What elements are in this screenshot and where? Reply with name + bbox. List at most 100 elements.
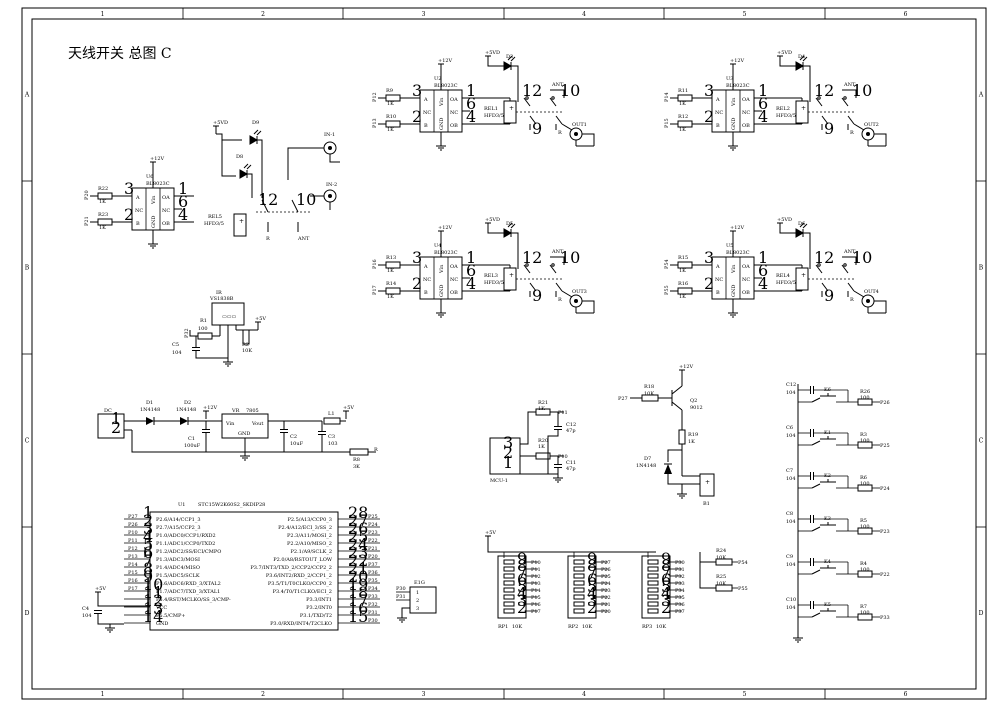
- pin-num: R: [850, 297, 854, 303]
- diode-ref: D7: [644, 456, 651, 462]
- resistor-val: 1K: [679, 101, 686, 107]
- ground-icon: [240, 452, 250, 461]
- frame-col-label: 1: [101, 691, 105, 698]
- ir-port: P32: [184, 328, 190, 338]
- vcc-arrow-icon: +12V: [730, 58, 745, 72]
- cap-c1: [202, 429, 210, 433]
- vcc-label: +5VD: [777, 217, 792, 223]
- mcu-pin-fn: P2.7/A15/CCP2_3: [156, 525, 201, 531]
- e1g-port: P30: [396, 586, 406, 592]
- mcu-port: P30: [368, 618, 378, 624]
- pin-num: 13: [143, 599, 163, 618]
- switch-arm: [847, 282, 855, 292]
- transistor-emitter: [671, 385, 683, 395]
- vr-vout: Vout: [251, 421, 263, 427]
- ground-icon: [223, 358, 233, 367]
- chip-pin-gnd: GND: [151, 216, 157, 228]
- pin-num: 6: [517, 570, 527, 589]
- switch-arm: [841, 97, 849, 107]
- relay-plus: +: [239, 218, 244, 225]
- pin-num: 7: [517, 563, 527, 582]
- relay-plus: +: [801, 272, 806, 279]
- chip-type: BL8023C: [146, 181, 170, 187]
- pin-num: 3: [412, 81, 422, 100]
- mcu-pin-fn: P3.1/TXD/T2: [300, 613, 332, 619]
- inductor-ref: L1: [328, 411, 335, 417]
- pin-num: 25: [348, 527, 368, 546]
- cap-ref: C3: [328, 434, 335, 440]
- pin-num: 2: [124, 205, 134, 224]
- led-wire: [487, 231, 504, 234]
- chip-pin-b: B: [424, 290, 428, 296]
- pin-num: 1: [143, 503, 153, 522]
- switch-arm: [821, 115, 829, 125]
- resistor-val: 1K: [538, 444, 545, 450]
- mcu-pin-fn: P2.3/A11/MOSI_2: [287, 533, 332, 539]
- chip-ref: U2: [434, 76, 441, 82]
- chip-pin-oa: OA: [742, 97, 750, 103]
- key-ref: K1: [824, 430, 831, 436]
- pin-num: 5: [517, 577, 527, 596]
- vcc-arrow-icon: +12V: [438, 58, 453, 72]
- rp-element: [573, 559, 585, 565]
- resistor-val: 100: [860, 395, 870, 401]
- pin-num: 14: [143, 607, 163, 626]
- input-port: P17: [372, 285, 378, 295]
- pin-num: 24: [348, 535, 368, 554]
- led-ray: [802, 223, 808, 229]
- key-ref: K4: [824, 559, 831, 565]
- output-coax-icon: [861, 127, 875, 141]
- rp-element: [503, 566, 515, 572]
- vcc-arrow-icon: +5VD: [485, 217, 500, 231]
- ant-wire: [550, 89, 565, 98]
- pin-num: 18: [348, 583, 368, 602]
- mcu-port: P22: [368, 538, 378, 544]
- diode-ref: D1: [146, 400, 153, 406]
- cap-val: 47p: [566, 428, 576, 434]
- vcc-arrow-icon: +5VD: [213, 120, 228, 134]
- ir-resistor-r1: [197, 332, 213, 340]
- rp-element: [503, 608, 515, 614]
- output-label: OUT4: [864, 289, 879, 295]
- chip-ref: U4: [434, 243, 441, 249]
- ant-wire: [842, 89, 857, 98]
- ir-wire: [195, 350, 229, 359]
- chip-pin-nc: NC: [135, 208, 143, 214]
- output-wire: [561, 290, 573, 298]
- mcu-port: P20: [368, 554, 378, 560]
- rp-port: P22: [601, 595, 611, 601]
- cap-ref: C12: [786, 382, 796, 388]
- frame-row-label: C: [979, 438, 984, 445]
- relay-ref: REL5: [208, 214, 222, 220]
- chip-pin-gnd: GND: [439, 285, 445, 297]
- vcc-arrow-icon: +12V: [730, 225, 745, 239]
- vcc-label: +5V: [485, 530, 496, 536]
- relay-block-u4: ANCBVinGNDOANCOBU4BL8023C+12VR131KR141KP…: [372, 217, 595, 318]
- resistor-r19: [678, 429, 686, 445]
- resistor-val: 3K: [353, 464, 360, 470]
- resistor-val: 1K: [387, 127, 394, 133]
- pin-num: 2: [143, 511, 153, 530]
- cap-c4: [94, 610, 102, 614]
- pin-num: 16: [348, 599, 368, 618]
- key-switch-arm: [811, 483, 821, 489]
- chip-pin-oa: OA: [450, 264, 458, 270]
- buzzer-b1: [699, 473, 715, 497]
- pin-num: 1: [758, 248, 768, 267]
- pin-num: 2: [704, 274, 714, 293]
- resistor-val: 100: [860, 481, 870, 487]
- osc-port: P10: [558, 454, 568, 460]
- led-ray: [799, 222, 805, 228]
- mcu-port: P35: [368, 578, 378, 584]
- mcu-port: P16: [128, 578, 138, 584]
- resistor-val: 100: [860, 610, 870, 616]
- pin-num: 10: [560, 81, 580, 100]
- input-label: IN-1: [324, 132, 335, 138]
- r-label: R: [374, 447, 378, 453]
- chip-pin-nc: NC: [742, 110, 750, 116]
- resistor-ref: R6: [860, 475, 867, 481]
